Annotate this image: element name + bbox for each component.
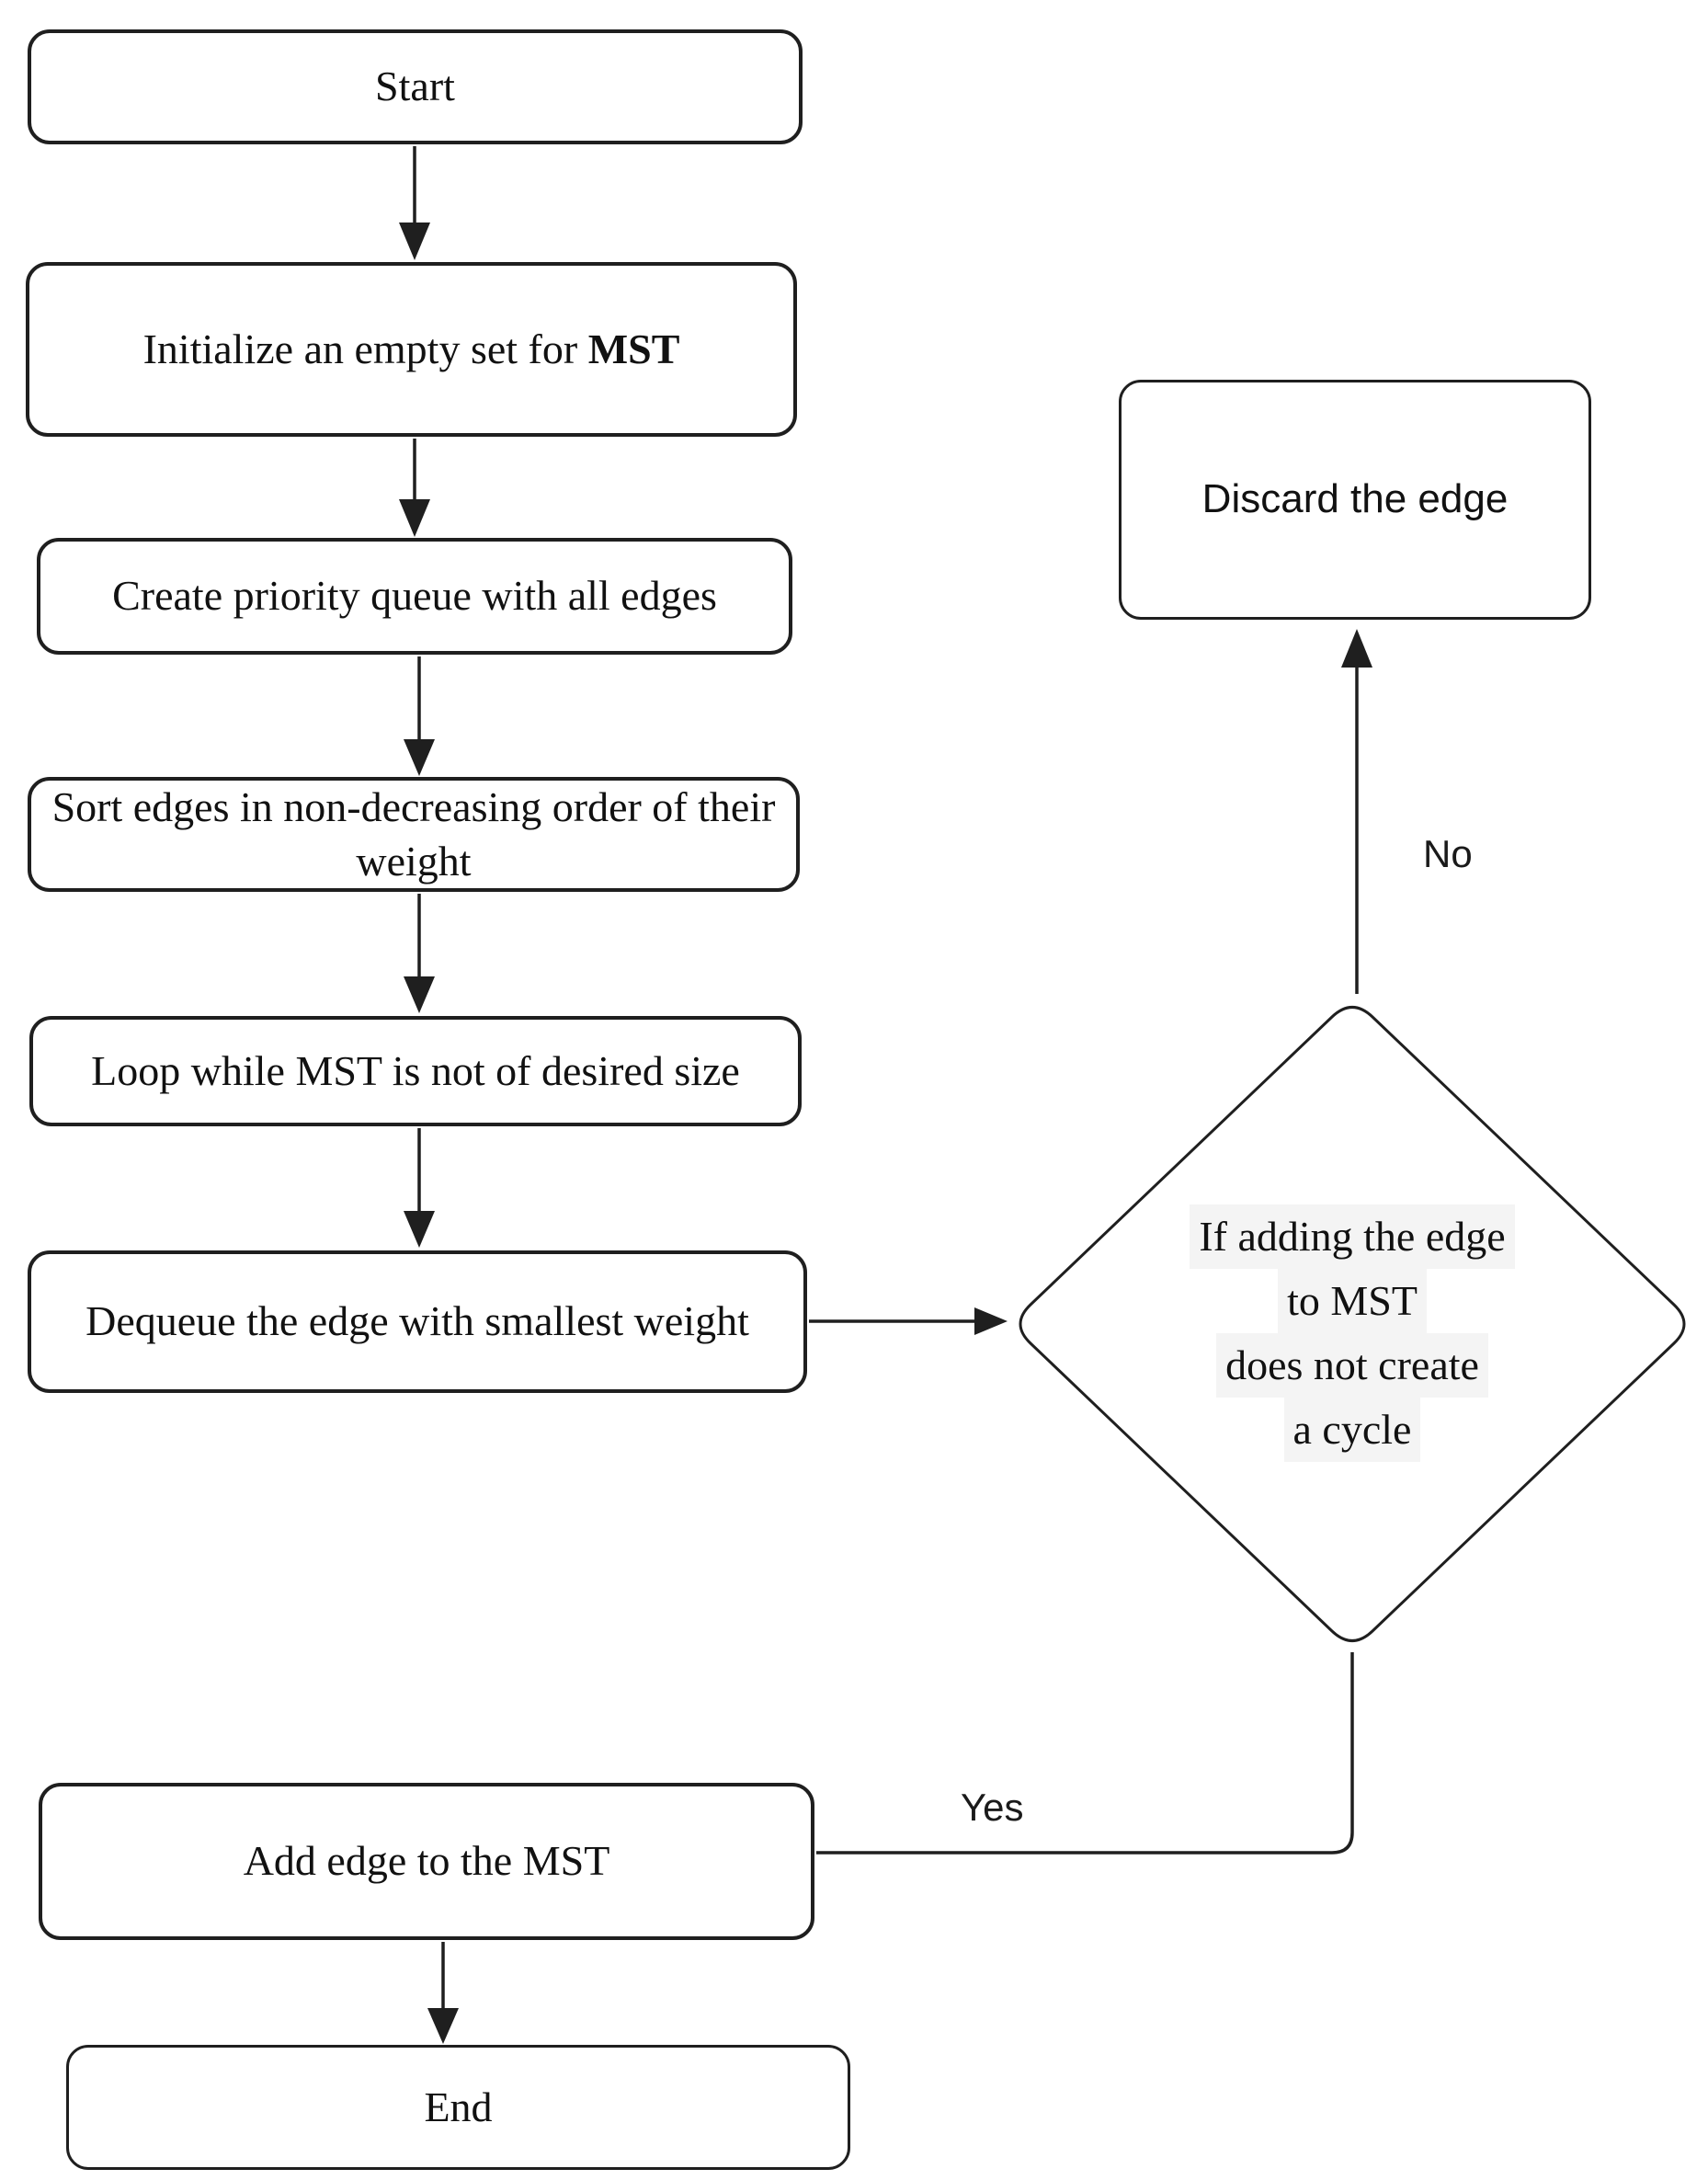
node-start-label: Start xyxy=(375,63,455,110)
arrow-dequeue-to-decision-head xyxy=(974,1307,1008,1335)
node-sort-edges: Sort edges in non-decreasing order of th… xyxy=(28,777,800,892)
connector-decision-to-add-edge xyxy=(816,1652,1354,1855)
node-end: End xyxy=(66,2045,850,2170)
arrow-add-edge-to-end-head xyxy=(427,2008,459,2044)
node-create-priority-queue: Create priority queue with all edges xyxy=(37,538,792,655)
node-end-label: End xyxy=(424,2083,493,2130)
node-loop-label: Loop while MST is not of desired size xyxy=(91,1046,740,1094)
node-initialize-label-emphasis: MST xyxy=(587,325,680,372)
node-add-edge-to-mst: Add edge to the MST xyxy=(39,1783,814,1940)
decision-line-3: does not create xyxy=(1216,1332,1488,1398)
decision-node-text: If adding the edge to MST does not creat… xyxy=(1049,1204,1656,1462)
decision-line-1: If adding the edge xyxy=(1190,1204,1515,1269)
node-sort-label: Sort edges in non-decreasing order of th… xyxy=(51,782,776,885)
arrow-create-to-sort-head xyxy=(404,739,435,776)
decision-line-4: a cycle xyxy=(1283,1397,1421,1462)
edge-label-no: No xyxy=(1423,832,1473,875)
node-loop-while: Loop while MST is not of desired size xyxy=(29,1016,802,1126)
node-initialize-mst-set: Initialize an empty set for MST xyxy=(26,262,797,437)
node-add-label: Add edge to the MST xyxy=(243,1837,610,1885)
node-discard-edge: Discard the edge xyxy=(1119,380,1591,620)
decision-line-2: to MST xyxy=(1278,1268,1427,1333)
node-dequeue-label: Dequeue the edge with smallest weight xyxy=(85,1297,749,1345)
node-create-label: Create priority queue with all edges xyxy=(112,572,717,620)
node-start: Start xyxy=(28,29,803,144)
edge-label-yes: Yes xyxy=(961,1786,1024,1829)
node-initialize-label: Initialize an empty set for MST xyxy=(142,325,680,372)
arrow-initialize-to-create-head xyxy=(399,499,430,537)
arrow-loop-to-dequeue-head xyxy=(404,1211,435,1248)
arrow-sort-to-loop-head xyxy=(404,976,435,1013)
node-dequeue-edge: Dequeue the edge with smallest weight xyxy=(28,1250,807,1393)
arrow-start-to-initialize-head xyxy=(399,223,430,260)
arrow-decision-to-discard-head xyxy=(1341,629,1372,668)
node-discard-label: Discard the edge xyxy=(1201,476,1509,522)
